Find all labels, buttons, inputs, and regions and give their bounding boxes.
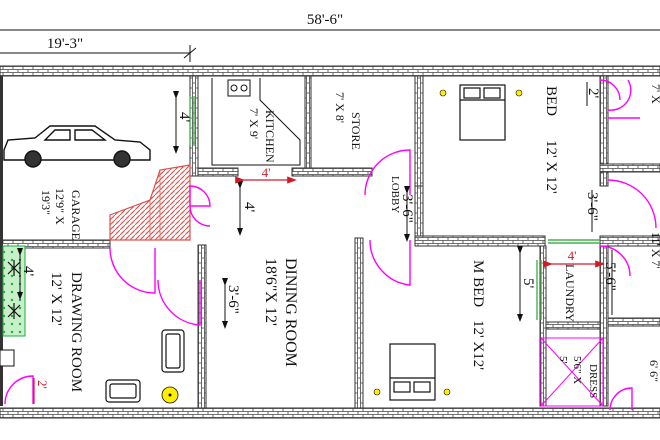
doors <box>4 79 657 411</box>
bed-furniture <box>459 84 506 141</box>
kitchen-opening-dim: 4' <box>262 165 271 180</box>
right-lower-room: 6' 6" <box>647 360 660 382</box>
dress-size-2: 5' <box>557 356 569 364</box>
left-width-label: 19'-3" <box>47 36 83 52</box>
garage-name: GARAGE <box>69 190 83 240</box>
dining-size: 18'6"X 12' <box>262 258 279 326</box>
drawing-side-dim: 4' <box>20 266 36 277</box>
staircase <box>109 164 191 241</box>
store-label: STORE 7' X 8' <box>333 92 363 150</box>
kitchen-counter <box>211 78 301 166</box>
laundry-opening-dim: 4' <box>568 248 577 263</box>
bed-label: BED 12' X 12' <box>543 86 559 194</box>
dimension-markers <box>17 82 613 329</box>
kitchen-name: KITCHEN <box>263 110 277 163</box>
sofa-icon <box>105 329 185 403</box>
light-fixtures <box>161 89 523 404</box>
dress-size-1: 5'6" X <box>571 356 583 384</box>
planter <box>2 245 26 337</box>
dining-label: DINING ROOM 18'6"X 12' <box>262 258 299 367</box>
entry-door-dim: 2' <box>35 380 50 389</box>
drawing-label: DRAWING ROOM 12' X 12' <box>48 272 84 392</box>
bed-size: 12' X 12' <box>543 140 559 194</box>
total-width-label: 58'-6" <box>307 12 343 28</box>
lobby-door-dim: 3'-6" <box>399 194 415 223</box>
dress-label: DRESS 5'6" X 5' <box>557 356 599 398</box>
bed-side-door-dim: 3'-6" <box>584 192 600 221</box>
dress-name: DRESS <box>587 364 599 398</box>
store-name: STORE <box>349 112 363 150</box>
right-middle-room: 11' X 7' <box>649 232 660 269</box>
right-upper-room: 7' X <box>649 84 660 104</box>
laundry-name: LAUNDRY <box>563 264 577 322</box>
drawing-name: DRAWING ROOM <box>68 272 84 392</box>
drawing-door-dim: 3'-6" <box>225 285 241 314</box>
dress-wardrobe <box>540 337 604 407</box>
mbed-size: 12' X12' <box>470 320 486 370</box>
red-dimension-markers <box>33 176 605 404</box>
garage-label: GARAGE 12'9" X 19'3" <box>39 188 83 240</box>
dining-top-dim: 4' <box>241 202 257 213</box>
car-icon <box>3 125 151 168</box>
mbed-furniture <box>389 343 436 401</box>
bed-door-dim: 2' <box>585 88 601 99</box>
garage-size-1: 12'9" X <box>53 188 67 225</box>
lobby-name: LOBBY <box>389 176 401 213</box>
garage-size-2: 19'3" <box>39 190 53 215</box>
dining-name: DINING ROOM <box>282 258 299 367</box>
drawing-size: 12' X 12' <box>48 272 64 326</box>
laundry-side-dim: 5' <box>520 278 536 289</box>
kitchen-size: 7' X 9' <box>247 108 261 139</box>
windows <box>189 96 600 320</box>
mbed-label: M BED 12' X12' <box>470 260 486 370</box>
right-side-dim: 5'-6" <box>602 262 618 291</box>
pillar <box>0 349 15 367</box>
kitchen-upper-dim: 4' <box>176 112 192 123</box>
kitchen-label: KITCHEN 7' X 9' <box>247 108 277 163</box>
left-width-dimension: 19'-3" <box>0 36 197 62</box>
bed-name: BED <box>543 86 559 116</box>
total-width-dimension: 58'-6" <box>0 12 660 31</box>
walls <box>0 65 660 419</box>
store-size: 7' X 8' <box>333 92 347 123</box>
mbed-name: M BED <box>470 260 486 307</box>
